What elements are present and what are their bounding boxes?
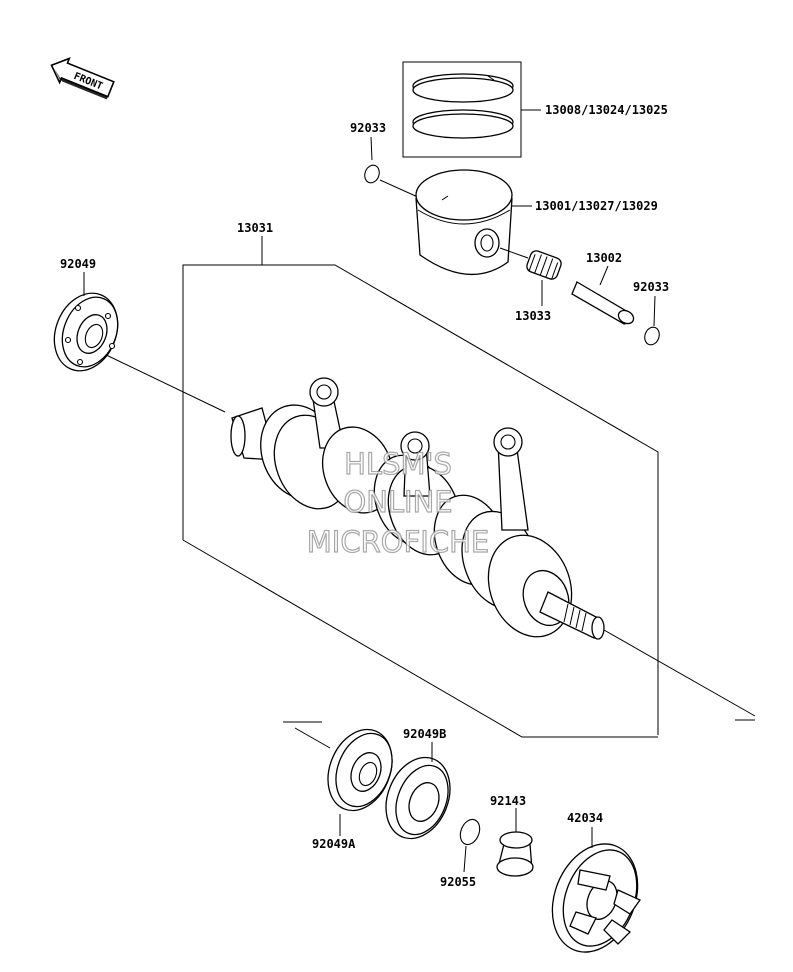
crankshaft — [230, 377, 605, 640]
label-13002: 13002 — [586, 251, 622, 265]
label-92055: 92055 — [440, 875, 476, 889]
label-13031: 13031 — [237, 221, 273, 235]
crankshaft-bracket — [99, 236, 756, 738]
bottom-guide-lines — [283, 721, 331, 749]
label-13008: 13008/13024/13025 — [545, 103, 668, 117]
oil-seal-92049B — [385, 742, 451, 840]
watermark: HLSM'S ONLINE MICROFICHE — [306, 446, 490, 559]
circlip-top — [364, 164, 421, 199]
label-92049B: 92049B — [403, 727, 446, 741]
needle-bearing — [499, 247, 562, 306]
piston — [415, 169, 532, 276]
label-42034: 42034 — [567, 811, 603, 825]
watermark-line-1: HLSM'S — [344, 447, 452, 481]
label-92049A: 92049A — [312, 837, 356, 851]
label-92143: 92143 — [490, 794, 526, 808]
oil-seal-92049A — [327, 728, 393, 836]
label-92033-right: 92033 — [633, 280, 669, 294]
label-13001: 13001/13027/13029 — [535, 199, 658, 213]
piston-pin — [571, 265, 635, 325]
oil-seal-left — [53, 272, 119, 372]
label-92033-top: 92033 — [350, 121, 386, 135]
watermark-line-2: ONLINE — [343, 485, 452, 519]
coupling — [551, 827, 641, 953]
o-ring — [459, 818, 481, 873]
front-arrow-icon: FRONT — [50, 57, 115, 100]
label-92049: 92049 — [60, 257, 96, 271]
collar — [496, 808, 534, 877]
circlip-right — [644, 295, 660, 346]
piston-rings — [402, 61, 541, 158]
label-13033: 13033 — [515, 309, 551, 323]
watermark-line-3: MICROFICHE — [307, 525, 489, 559]
